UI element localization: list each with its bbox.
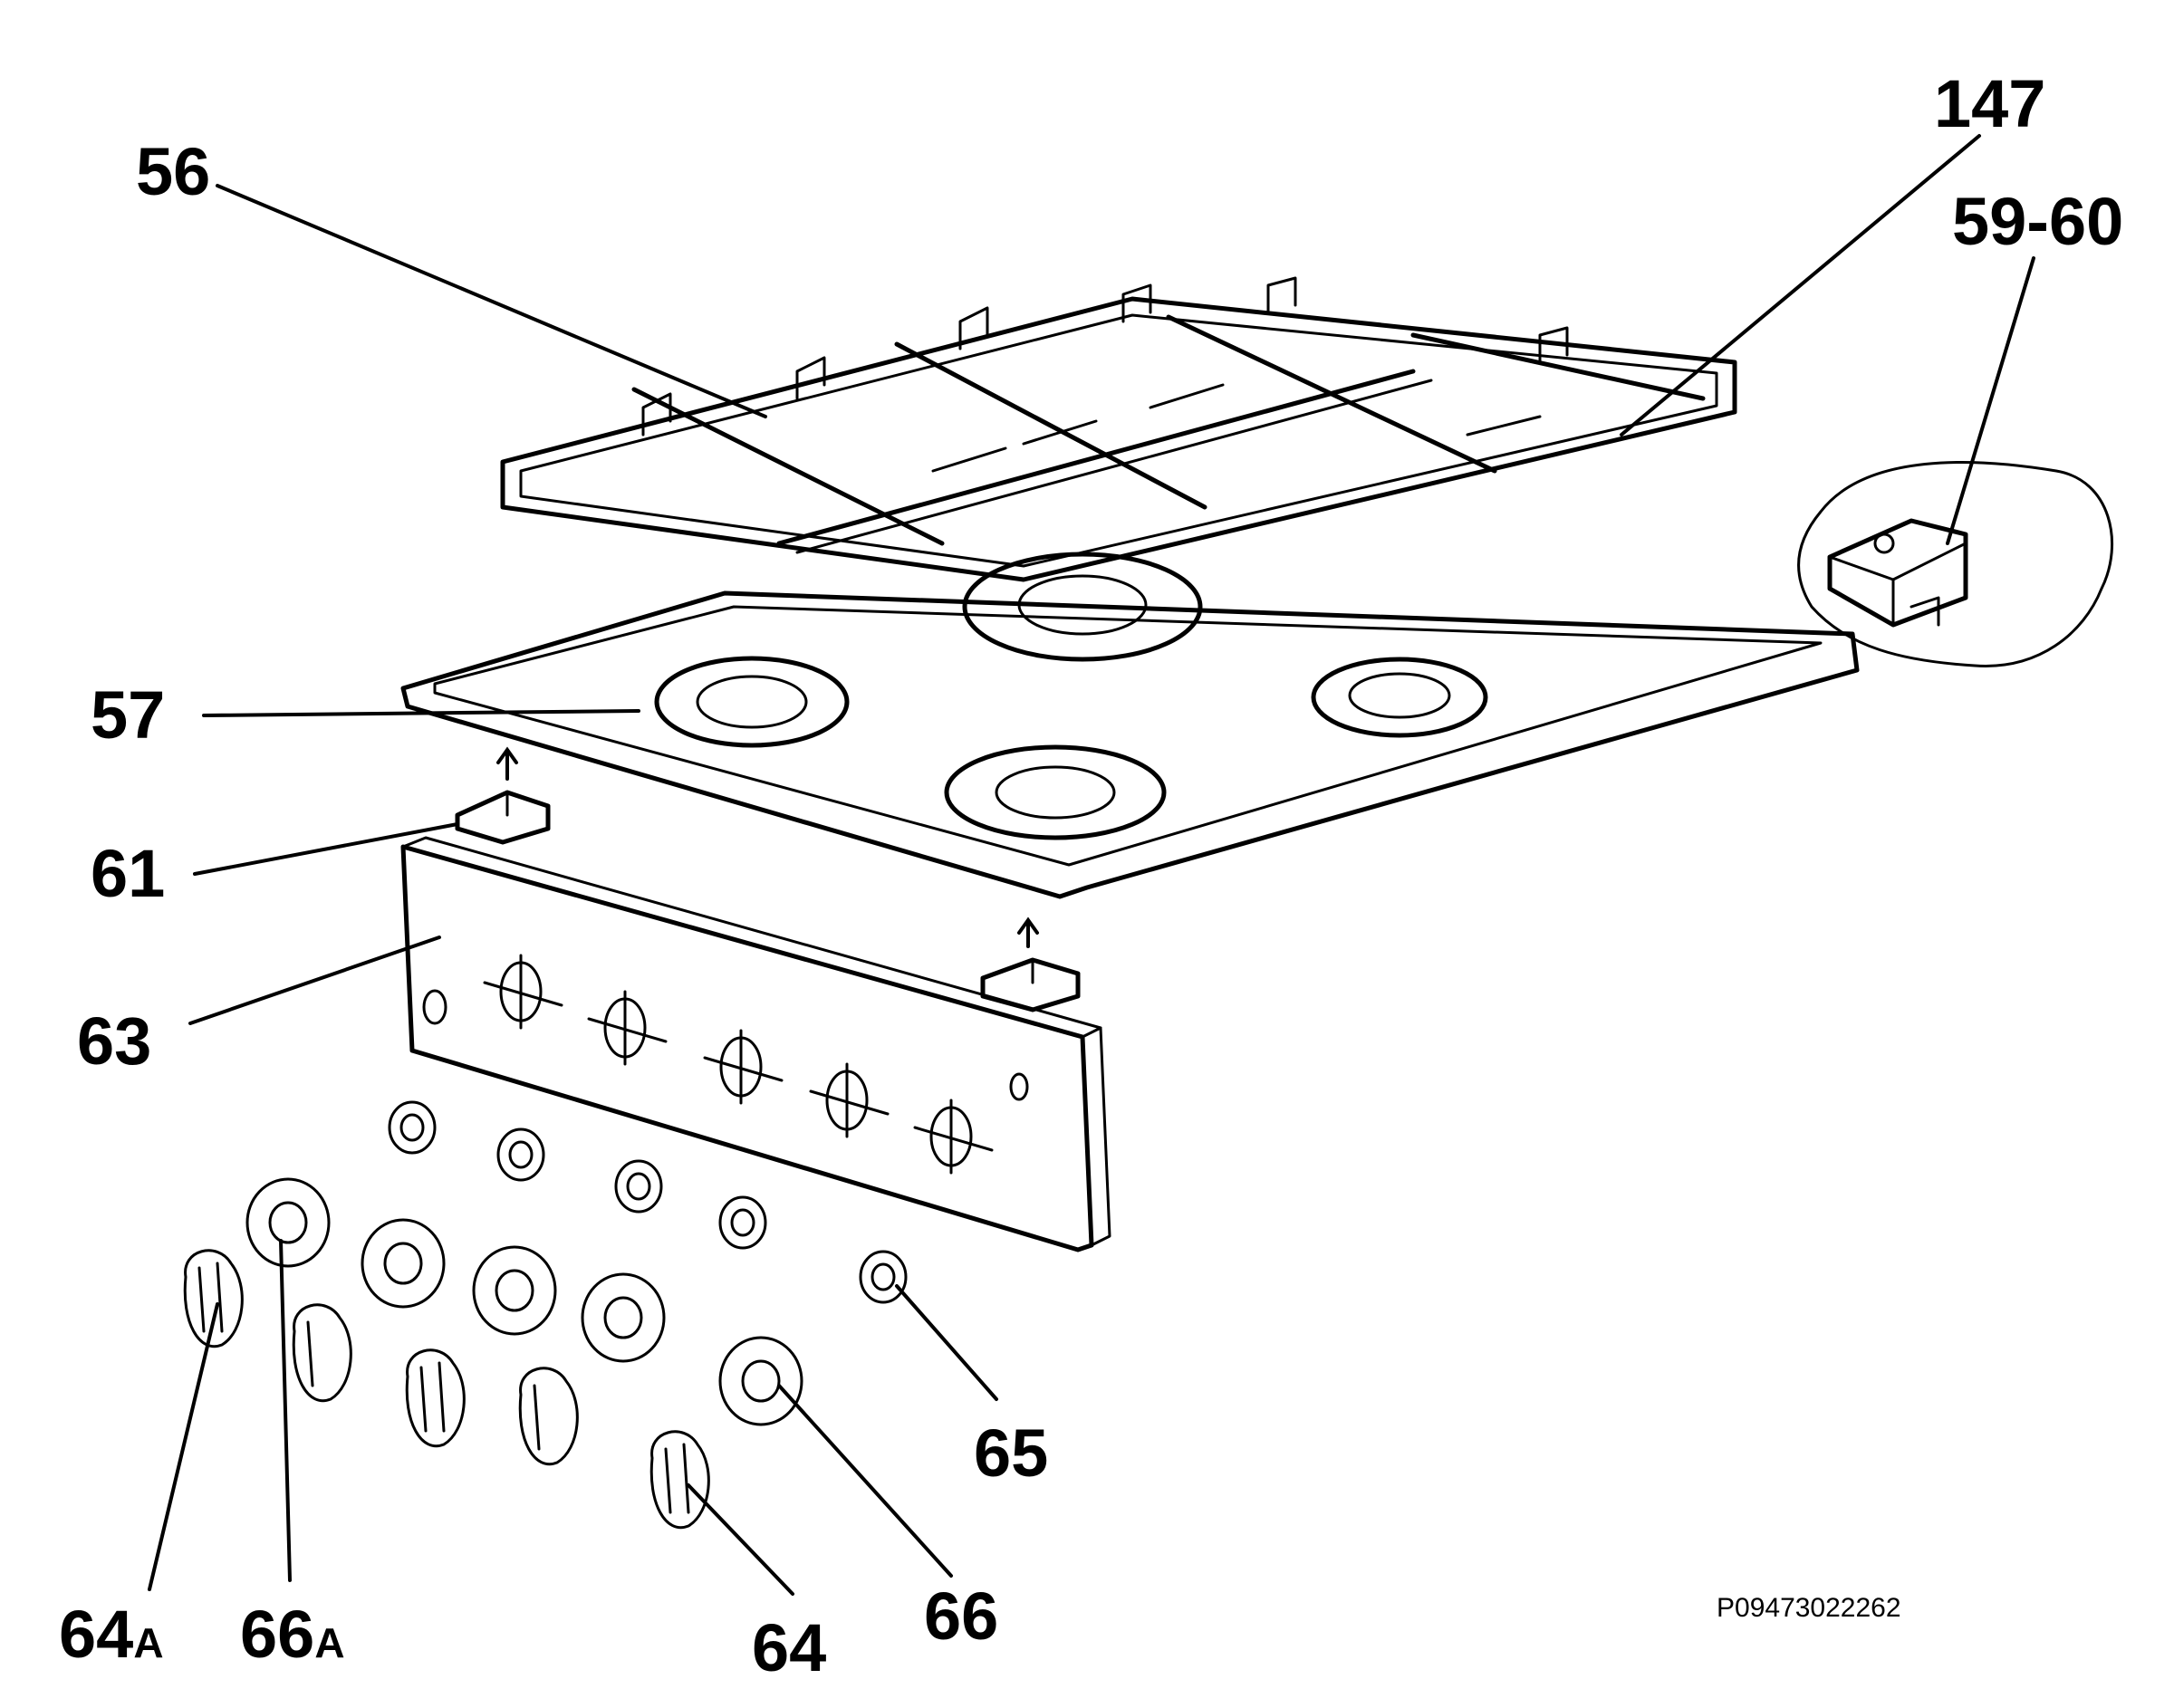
hob-top-illustration — [400, 552, 1860, 899]
label-64: 64 — [752, 1610, 826, 1685]
label-66: 66 — [924, 1578, 998, 1654]
pan-grid-illustration — [500, 276, 1737, 582]
control-panel-illustration — [400, 836, 1111, 1252]
knob-rings-illustration — [245, 1177, 803, 1426]
springs-illustration — [388, 1100, 908, 1304]
drawing-code: P09473022262 — [1717, 1593, 1901, 1623]
switch-inset-illustration — [1797, 461, 2114, 667]
part-labels: 56 147 59-60 57 61 63 64A 66A 64 66 65 P… — [59, 66, 2123, 1685]
label-65: 65 — [974, 1415, 1048, 1491]
hinge-right-illustration — [980, 916, 1081, 1012]
hinge-left-illustration — [455, 746, 551, 845]
label-147: 147 — [1934, 66, 2045, 141]
knobs-illustration — [183, 1249, 710, 1530]
label-64a: 64A — [59, 1597, 164, 1672]
label-56: 56 — [136, 134, 210, 209]
label-63: 63 — [77, 1003, 151, 1079]
leader-lines — [148, 134, 2035, 1596]
label-66a: 66A — [240, 1597, 345, 1672]
label-57: 57 — [91, 677, 165, 753]
label-61: 61 — [91, 836, 165, 911]
label-59-60: 59-60 — [1952, 184, 2123, 259]
